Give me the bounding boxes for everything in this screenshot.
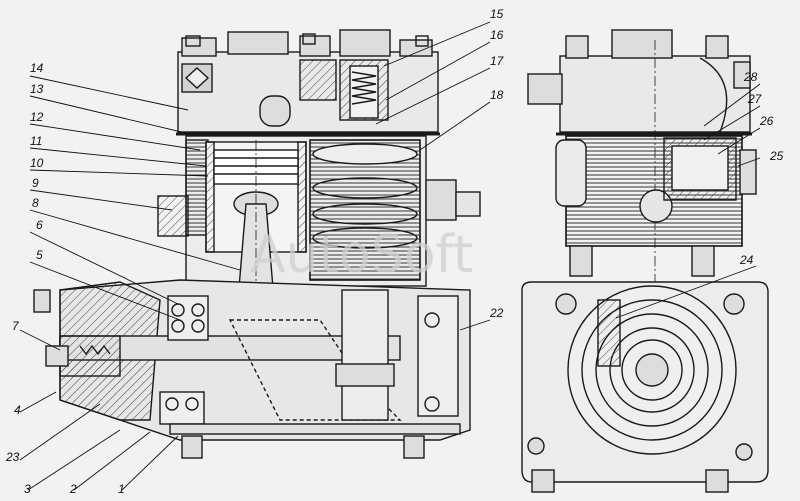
callout-28: 28 — [743, 70, 758, 84]
callout-12: 12 — [30, 110, 44, 124]
callout-10: 10 — [30, 156, 44, 170]
cylinder-head — [177, 29, 439, 133]
callout-24: 24 — [739, 253, 754, 267]
callout-22: 22 — [489, 306, 504, 320]
callout-leaders — [19, 21, 761, 491]
side-view — [521, 29, 769, 493]
callout-7: 7 — [12, 319, 20, 333]
side-crankcase — [521, 281, 769, 493]
side-cylinder-head — [527, 29, 751, 470]
watermark-text: AutoSoft — [250, 225, 473, 285]
callout-8: 8 — [32, 196, 39, 210]
callout-2: 2 — [69, 482, 77, 496]
side-cylinder-block — [555, 135, 757, 277]
callout-14: 14 — [30, 61, 44, 75]
cylinder-block — [157, 135, 481, 287]
callout-18: 18 — [490, 88, 504, 102]
callout-26: 26 — [759, 114, 774, 128]
callout-6: 6 — [36, 218, 43, 232]
callout-labels: 14 13 12 11 10 9 8 6 5 7 4 23 3 2 1 15 1… — [5, 7, 784, 496]
callout-4: 4 — [14, 403, 21, 417]
callout-1: 1 — [118, 482, 125, 496]
callout-17: 17 — [490, 54, 505, 68]
callout-13: 13 — [30, 82, 44, 96]
callout-11: 11 — [30, 134, 42, 148]
callout-16: 16 — [490, 28, 504, 42]
callout-23: 23 — [5, 450, 20, 464]
callout-5: 5 — [36, 248, 43, 262]
callout-27: 27 — [747, 92, 763, 106]
front-section-view — [33, 29, 481, 459]
callout-25: 25 — [769, 149, 784, 163]
callout-3: 3 — [24, 482, 31, 496]
callout-15: 15 — [490, 7, 504, 21]
callout-9: 9 — [32, 176, 39, 190]
crankcase — [33, 279, 471, 459]
